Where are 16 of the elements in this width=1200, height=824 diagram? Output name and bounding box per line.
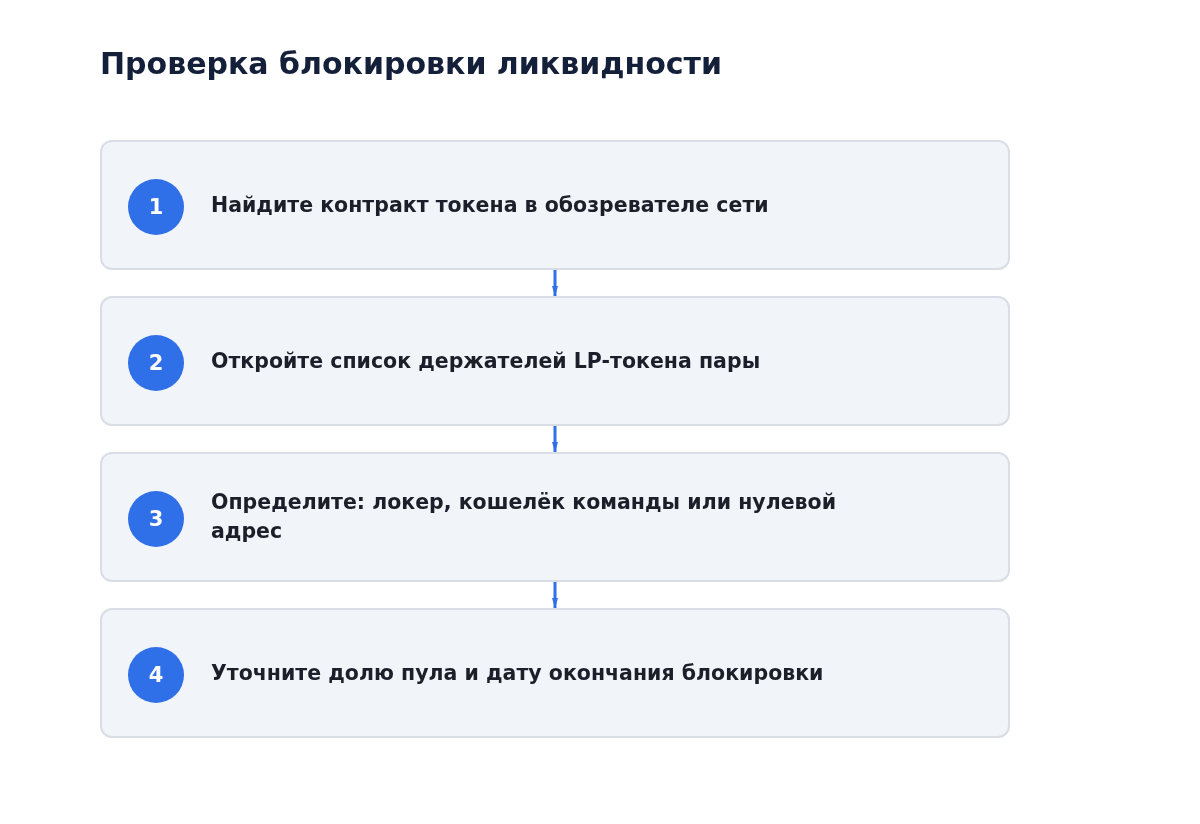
step-box bbox=[100, 296, 1010, 426]
step-box bbox=[100, 140, 1010, 270]
step-text: Уточните долю пула и дату окончания блокировки bbox=[211, 659, 824, 687]
step-number: 3 bbox=[128, 491, 184, 547]
arrow bbox=[552, 582, 558, 608]
step-number: 1 bbox=[128, 179, 184, 235]
arrow bbox=[552, 270, 558, 296]
step-number: 4 bbox=[128, 647, 184, 703]
step-text: Откройте список держателей LP-токена пары bbox=[211, 347, 761, 375]
step-text: Найдите контракт токена в обозревателе сети bbox=[211, 191, 769, 219]
step-box bbox=[100, 452, 1010, 582]
step-text: Определите: локер, кошелёк команды или нулевой адрес bbox=[211, 489, 837, 545]
diagram-title: Проверка блокировки ликвидности bbox=[100, 46, 722, 81]
step-box bbox=[100, 608, 1010, 738]
step-number: 2 bbox=[128, 335, 184, 391]
arrow bbox=[552, 426, 558, 452]
